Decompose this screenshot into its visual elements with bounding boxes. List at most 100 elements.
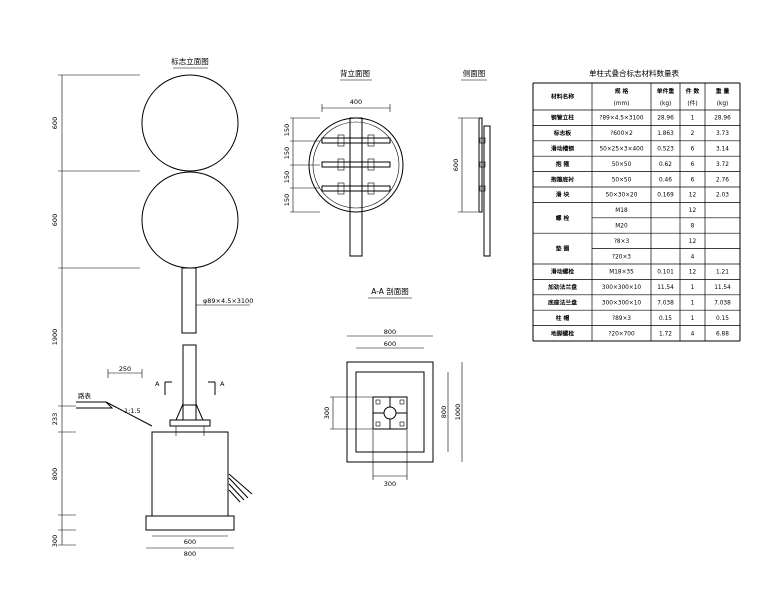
table-cell: 滑动螺栓 — [551, 268, 574, 276]
table-cell: 1.863 — [657, 131, 674, 137]
table-cell: 3.73 — [716, 131, 729, 137]
table-cell: 底座法兰盘 — [548, 299, 577, 307]
back-dim-s3: 150 — [283, 171, 291, 183]
front-dim-d5: 800 — [51, 468, 59, 480]
table-cell: 4 — [691, 331, 695, 337]
front-dim-d2: 600 — [51, 214, 59, 226]
foundation-base — [145, 515, 235, 531]
table-cell: 12 — [689, 270, 697, 276]
front-dim-d3: 1900 — [51, 329, 59, 346]
ground-label: 路表 — [78, 391, 92, 400]
table-cell: 滑动槽钢 — [551, 145, 574, 153]
table-cell: 2.03 — [716, 193, 729, 199]
back-post — [349, 117, 363, 257]
back-dim-s2: 150 — [283, 147, 291, 159]
sign-disc-upper — [141, 74, 239, 172]
table-cell: 6 — [691, 147, 695, 153]
table-cell: 50×30×20 — [606, 193, 638, 199]
table-cell: 0.169 — [657, 193, 674, 199]
table-cell: 12 — [689, 193, 697, 199]
section-bolt-sw — [375, 421, 381, 427]
back-dim-width: 400 — [350, 98, 362, 106]
table-cell: 标志板 — [553, 129, 572, 137]
table-cell: 0.15 — [716, 316, 729, 322]
table-cell: 12 — [689, 208, 697, 214]
table-cell: 4 — [691, 254, 695, 260]
table-cell: 7.038 — [657, 301, 674, 307]
base-dim-outer: 800 — [184, 550, 196, 558]
table-cell: 地脚螺栓 — [551, 329, 574, 337]
base-flange — [169, 419, 211, 427]
table-cell: 0.101 — [657, 270, 674, 276]
table-cell: 0.62 — [659, 162, 672, 168]
back-clamp-2l — [337, 158, 345, 171]
table-cell: 12 — [689, 239, 697, 245]
table-cell: 1 — [691, 301, 695, 307]
table-header-cell: 件 数 — [686, 87, 700, 95]
back-elevation: 背立面图 400 150 150 150 150 — [283, 68, 404, 257]
section-inner-rect — [355, 371, 425, 453]
front-dim-d1: 600 — [51, 117, 59, 129]
table-cell: 柱 帽 — [556, 314, 570, 322]
table-cell: 28.96 — [714, 116, 731, 122]
table-header-cell: 规 格 — [615, 87, 629, 95]
table-cell: 6 — [691, 162, 695, 168]
back-title: 背立面图 — [340, 68, 370, 78]
table-cell: 1 — [691, 316, 695, 322]
back-clamp-1r — [367, 134, 375, 147]
table-cell: 11.54 — [714, 285, 731, 291]
side-bracket-2 — [479, 161, 486, 168]
table-cell: 抱箍底衬 — [551, 175, 574, 183]
table-cell: 0.523 — [657, 147, 674, 153]
front-elevation: 标志立面图 600 600 1900 233 800 300 φ89×4.5×3… — [51, 56, 253, 558]
section-bolt-ne — [399, 399, 405, 405]
table-cell: 垫 圈 — [556, 245, 570, 253]
table-cell: 抱 箍 — [556, 160, 570, 168]
table-cell: 1.21 — [716, 270, 729, 276]
table-cell: 2 — [691, 131, 695, 137]
table-cell: 50×50 — [612, 177, 632, 183]
sec-dim-outer: 800 — [384, 328, 396, 336]
back-clamp-1l — [337, 134, 345, 147]
table-cell: ?8×3 — [614, 239, 630, 245]
table-cell: 1 — [691, 285, 695, 291]
back-channel-2 — [321, 161, 391, 168]
table-header-unit: (mm) — [614, 101, 630, 107]
soil-hatch-4 — [228, 473, 253, 495]
side-view: 侧面图 600 — [452, 68, 491, 257]
back-clamp-2r — [367, 158, 375, 171]
section-aa: A-A 剖面图 800 600 300 800 1000 3 — [323, 286, 463, 488]
table-cell: 3.14 — [716, 147, 729, 153]
offset-dim-label: 250 — [119, 365, 131, 373]
sec-dim-inner: 600 — [384, 340, 396, 348]
back-disc-inner — [312, 121, 400, 209]
table-cell: M18×35 — [609, 270, 634, 276]
table-cell: 6.88 — [716, 331, 729, 337]
table-cell: 0.46 — [659, 177, 672, 183]
section-label-right: A — [220, 380, 225, 388]
table-grid — [532, 82, 741, 342]
table-header-unit: (件) — [687, 99, 697, 107]
side-dim-height: 600 — [452, 159, 460, 171]
base-dim-inner: 600 — [184, 538, 196, 546]
table-cell: 50×50 — [612, 162, 632, 168]
table-cell: 1 — [691, 116, 695, 122]
table-cell: 螺 栓 — [556, 214, 570, 222]
table-cell: 300×300×10 — [602, 285, 642, 291]
sec-dim-right-inner: 800 — [440, 406, 448, 418]
table-cell: 28.96 — [657, 116, 674, 122]
foundation-block — [151, 431, 229, 517]
table-header-cell: 单件重 — [657, 87, 675, 95]
back-clamp-3r — [367, 182, 375, 195]
side-title: 侧面图 — [463, 68, 486, 78]
stiffener-left — [175, 403, 184, 421]
side-bracket-1 — [479, 137, 486, 144]
table-header-unit: (kg) — [660, 101, 672, 107]
table-cell: 6 — [691, 177, 695, 183]
sec-dim-right-outer: 1000 — [454, 404, 462, 421]
soil-hatch-3 — [228, 489, 241, 503]
back-channel-3 — [321, 185, 391, 192]
table-cell: ?89×3 — [612, 316, 631, 322]
